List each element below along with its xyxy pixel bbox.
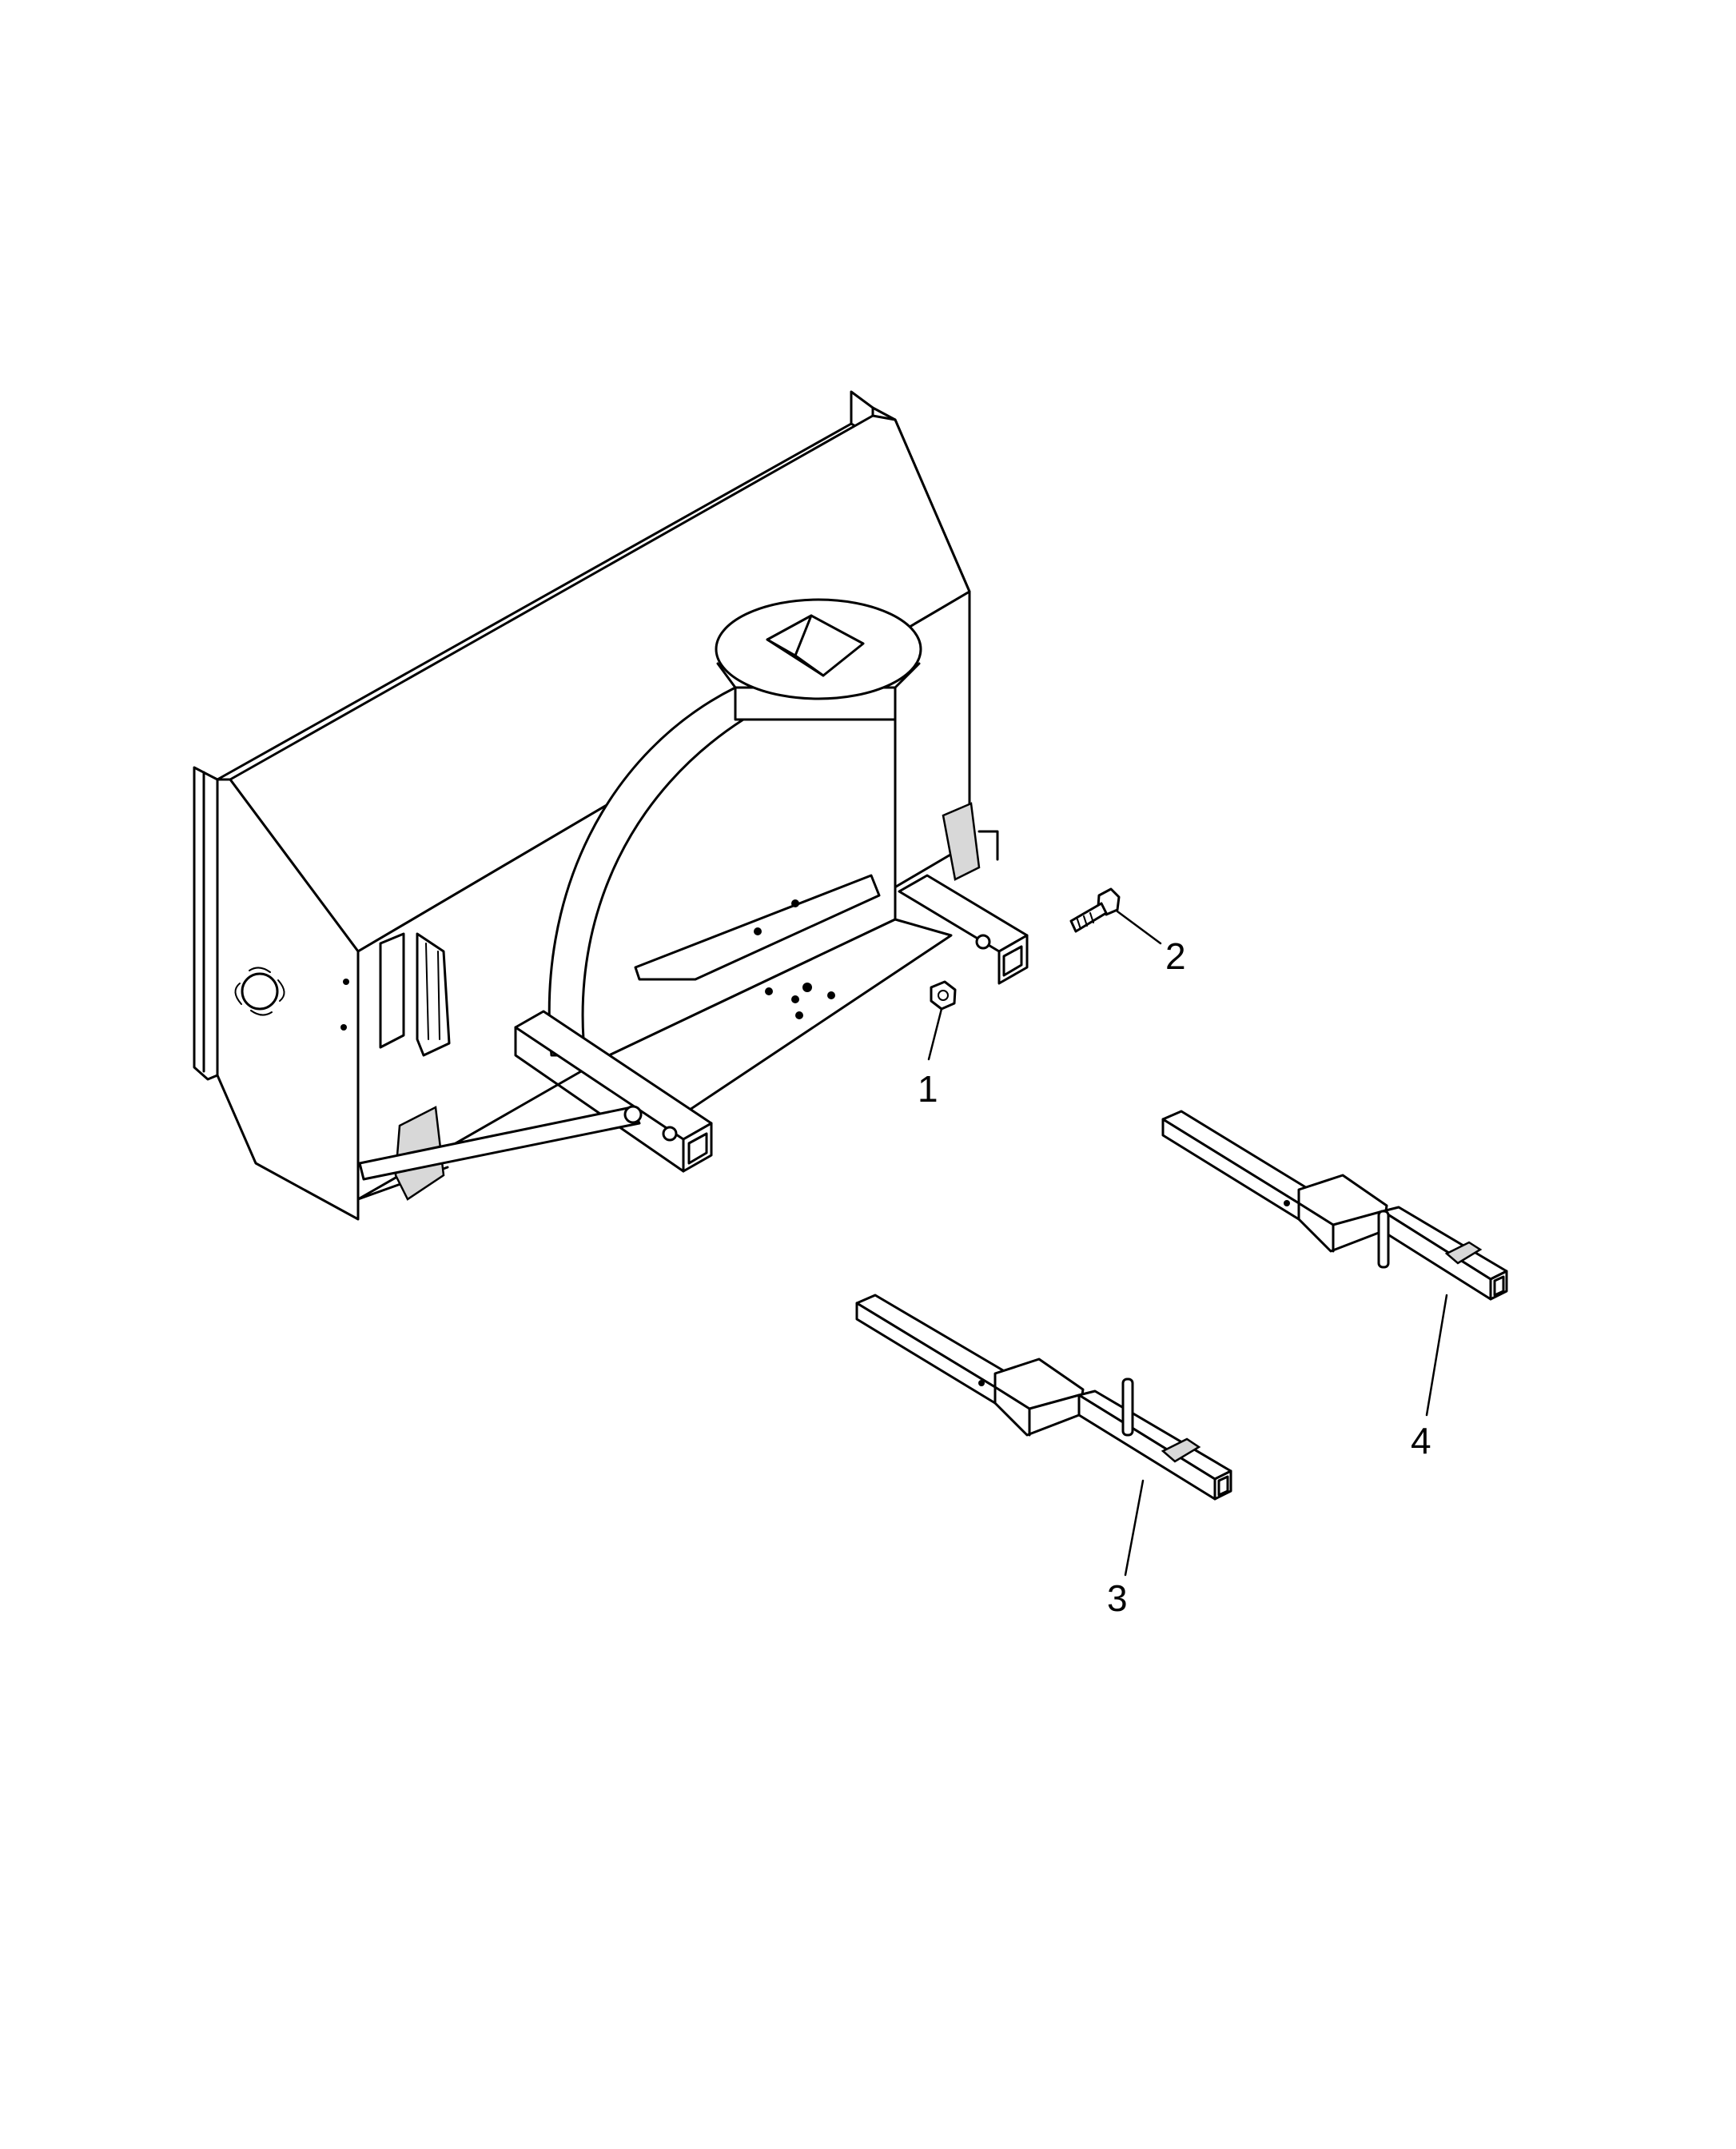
- part-2-bolt: [1069, 887, 1121, 933]
- leader-1: [927, 1007, 943, 1061]
- drive-hub-icon: [234, 967, 285, 1016]
- frame-arm-right: [898, 874, 1029, 985]
- part-1-nut: [930, 980, 957, 1011]
- callout-2: 2: [1165, 935, 1186, 977]
- discharge-chute: [547, 598, 922, 1057]
- leader-2: [1116, 910, 1162, 945]
- frame-arm-left: [358, 1010, 713, 1181]
- part-3-runner: [855, 1294, 1232, 1501]
- callout-4: 4: [1411, 1420, 1431, 1461]
- callout-1: 1: [918, 1068, 938, 1110]
- blower-housing: [193, 390, 999, 1221]
- callout-3: 3: [1107, 1577, 1128, 1619]
- part-4-runner: [1161, 1110, 1508, 1301]
- leader-4: [1425, 1294, 1448, 1417]
- leader-3: [1124, 1479, 1145, 1577]
